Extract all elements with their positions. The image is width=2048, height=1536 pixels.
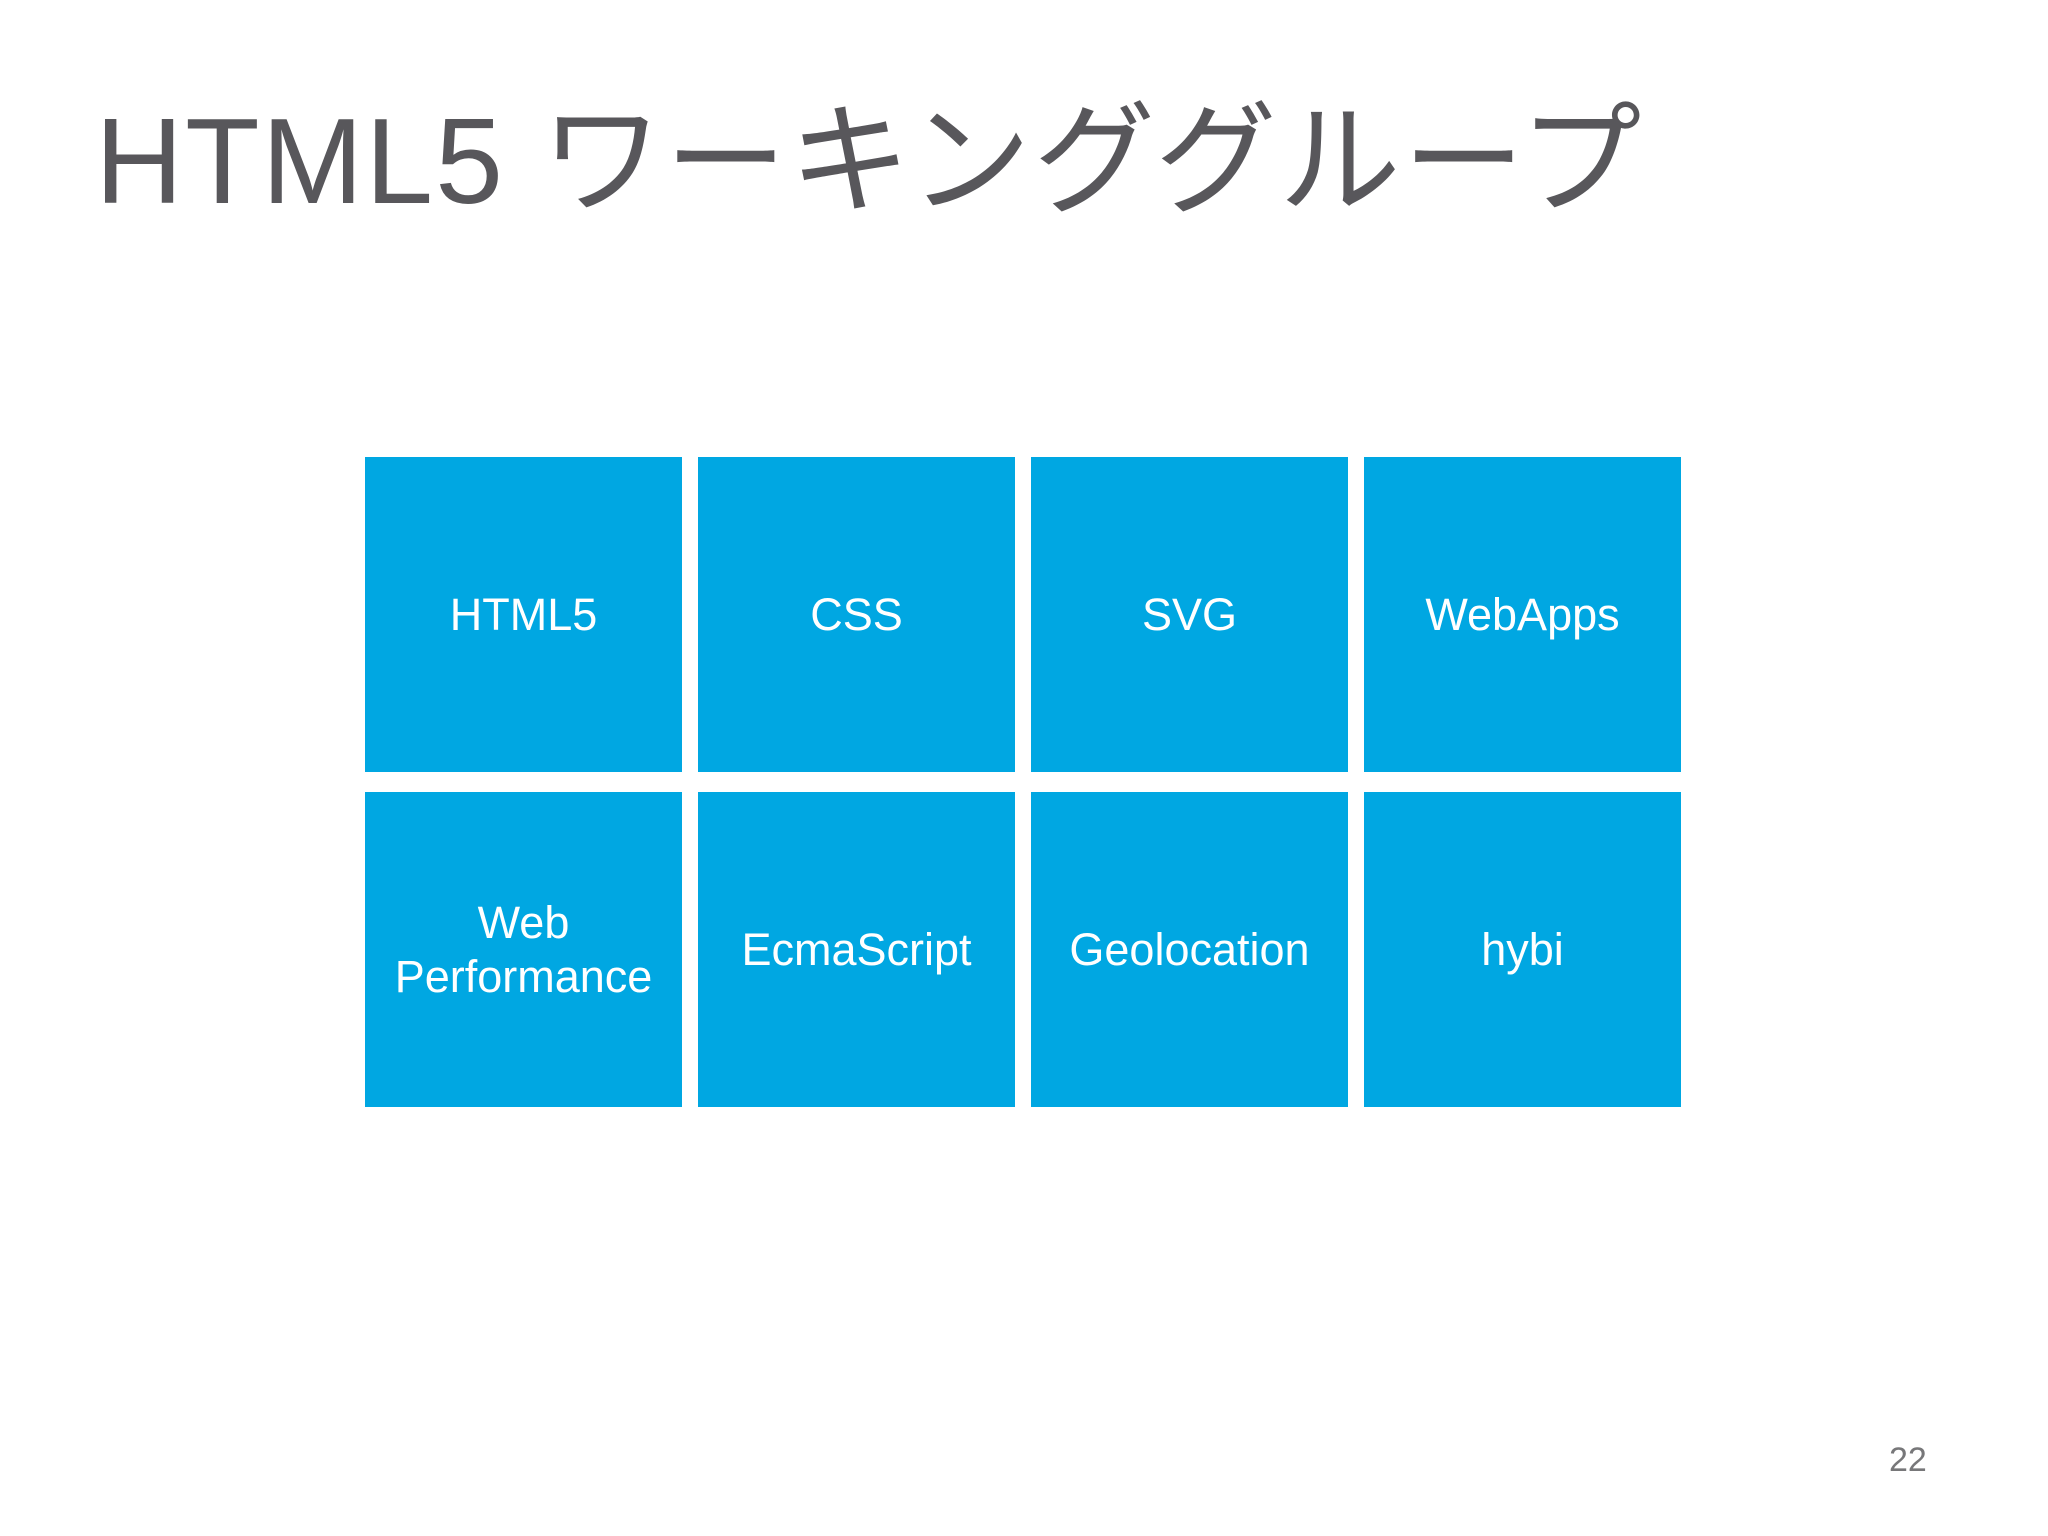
tile-ecmascript: EcmaScript <box>698 792 1015 1107</box>
tile-html5: HTML5 <box>365 457 682 772</box>
tile-webapps-label: WebApps <box>1425 588 1620 640</box>
page-number: 22 <box>1889 1441 1927 1479</box>
tile-geolocation: Geolocation <box>1031 792 1348 1107</box>
tile-ecmascript-label: EcmaScript <box>741 923 972 975</box>
tile-hybi-label: hybi <box>1481 923 1564 975</box>
tile-web-performance: Web Performance <box>365 792 682 1107</box>
tile-svg: SVG <box>1031 457 1348 772</box>
working-group-tile-grid: HTML5 CSS SVG WebApps Web Performance Ec… <box>365 457 1681 1107</box>
tile-web-performance-label: Web Performance <box>394 897 653 1002</box>
tile-geolocation-label: Geolocation <box>1069 923 1310 975</box>
tile-svg-label: SVG <box>1141 588 1238 640</box>
tile-css-label: CSS <box>810 588 903 640</box>
tile-hybi: hybi <box>1364 792 1681 1107</box>
tile-webapps: WebApps <box>1364 457 1681 772</box>
tile-html5-label: HTML5 <box>449 588 598 640</box>
slide-title: HTML5 ワーキンググループ <box>95 93 1644 229</box>
tile-css: CSS <box>698 457 1015 772</box>
